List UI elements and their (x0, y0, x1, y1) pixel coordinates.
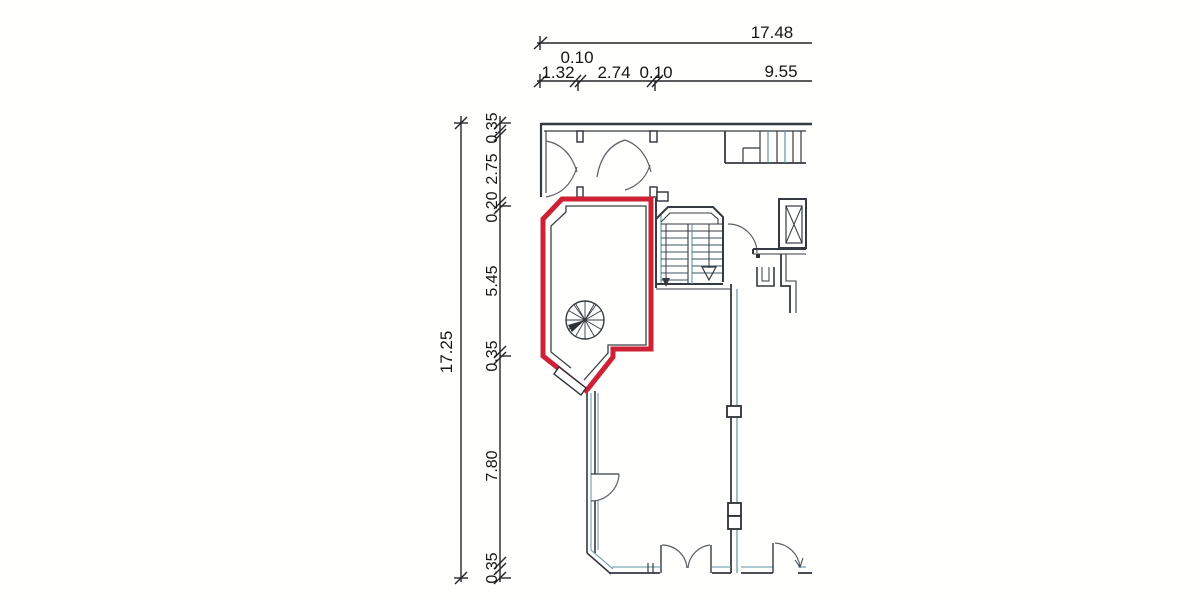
door-swing (687, 544, 711, 569)
dim-left-seg-0: 0.35 (484, 112, 501, 143)
dim-top-seg-4: 9.55 (764, 62, 797, 81)
central-wall (726, 284, 742, 573)
bottom-wall (609, 563, 812, 574)
red-room-outline (540, 196, 654, 394)
left-dimension-chain (454, 116, 511, 585)
stair-arrow-down-icon (662, 278, 670, 287)
dim-left-seg-3: 5.45 (484, 265, 501, 296)
column-marker (726, 405, 742, 418)
dim-left-seg-4: 0.35 (484, 340, 501, 371)
door-swing (590, 473, 620, 502)
spiral-staircase (565, 300, 605, 340)
dim-top-seg-0: 1.32 (541, 63, 574, 82)
elevator-shaft (752, 198, 807, 258)
dim-left-seg-5: 7.80 (484, 450, 501, 481)
door-jambs (576, 130, 669, 202)
bottom-door-swings (660, 542, 804, 573)
stair-arrow-open-icon (700, 266, 718, 282)
top-dimension-chain (533, 36, 812, 91)
spiral-stair-center (568, 320, 585, 332)
dim-top-total: 17.48 (751, 23, 794, 42)
left-dimension-labels: 17.25 0.35 2.75 0.20 5.45 0.35 7.80 0.35 (437, 112, 501, 583)
lobby-walls (756, 254, 797, 313)
door-swing (661, 544, 688, 569)
dim-top-seg-3: 0.10 (639, 63, 672, 82)
angled-door-leaf (553, 365, 587, 397)
highlighted-room-outline (540, 196, 654, 397)
door-swing (774, 542, 801, 568)
dim-left-total: 17.25 (437, 331, 456, 374)
main-staircase (655, 198, 758, 290)
column-marker (727, 502, 742, 517)
upper-staircase (724, 131, 806, 164)
top-dimension-labels: 17.48 1.32 0.10 2.74 0.10 9.55 (541, 23, 797, 82)
dim-left-seg-1: 2.75 (484, 153, 501, 184)
exterior-walls (539, 122, 812, 197)
dim-top-seg-2: 2.74 (597, 63, 630, 82)
corridor-walls (586, 391, 620, 575)
dim-left-seg-6: 0.35 (484, 552, 501, 583)
dim-left-seg-2: 0.20 (484, 191, 501, 222)
column-marker (727, 515, 742, 530)
dim-top-seg-1: 0.10 (560, 48, 593, 67)
entrance-door-swings (545, 139, 652, 198)
